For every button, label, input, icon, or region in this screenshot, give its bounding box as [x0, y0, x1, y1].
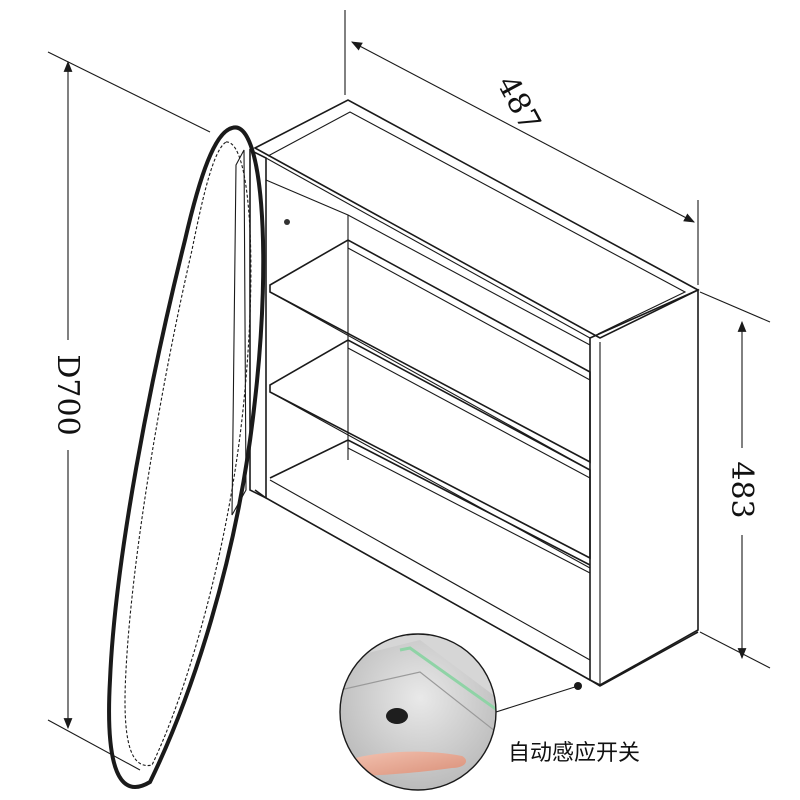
- sensor-switch-label: 自动感应开关: [508, 741, 640, 766]
- shelf-lower: [269, 339, 591, 569]
- shelf-upper: [269, 239, 591, 471]
- mirror-hinge-strip: [231, 149, 247, 516]
- diameter-dimension: D700: [47, 51, 211, 771]
- sensor-callout: 自动感应开关: [339, 633, 640, 791]
- diameter-label: D700: [50, 354, 85, 435]
- sensor-button-icon: [386, 708, 408, 724]
- mirror-inner-edge: [124, 141, 252, 767]
- shelf-bottom: [269, 439, 591, 574]
- mirror-outer-edge: [107, 125, 266, 789]
- hand-icon: [348, 751, 467, 776]
- sensor-inset-photo: [340, 634, 496, 790]
- height-label: 483: [724, 461, 759, 518]
- height-dimension: 483: [699, 291, 771, 669]
- width-label: 487: [489, 70, 547, 137]
- cabinet-box: [249, 99, 700, 687]
- round-mirror-door: [107, 125, 266, 789]
- width-dimension: 487: [344, 10, 699, 285]
